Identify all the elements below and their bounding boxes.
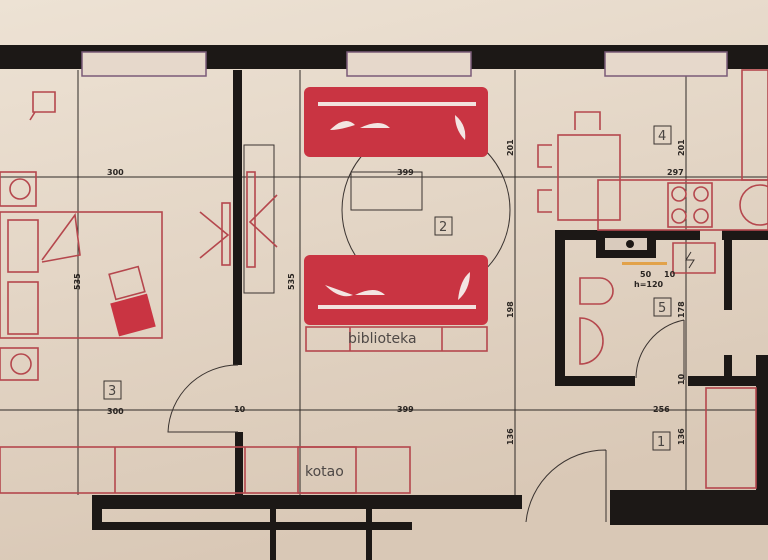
svg-text:10: 10 (234, 405, 246, 414)
dimension-lines (0, 70, 768, 495)
svg-text:2: 2 (439, 220, 447, 235)
room-number-3: 3 (103, 380, 122, 400)
svg-text:297: 297 (667, 168, 684, 177)
svg-text:h=120: h=120 (634, 280, 664, 289)
bookshelf (305, 326, 488, 352)
svg-text:50: 50 (640, 270, 652, 279)
window (604, 51, 728, 77)
walls (0, 45, 768, 560)
bed (0, 211, 163, 339)
bathroom-fixtures (579, 242, 716, 365)
svg-text:300: 300 (107, 407, 124, 416)
nightstand (0, 171, 39, 381)
svg-text:201: 201 (506, 139, 515, 156)
svg-text:256: 256 (653, 405, 670, 414)
svg-text:535: 535 (287, 273, 296, 290)
room-number-2: 2 (434, 216, 453, 236)
chair (29, 91, 56, 121)
svg-text:201: 201 (677, 139, 686, 156)
svg-text:1: 1 (657, 435, 665, 450)
kitchen-counter (597, 69, 768, 231)
svg-text:535: 535 (73, 273, 82, 290)
dining-table (537, 111, 621, 221)
svg-text:300: 300 (107, 168, 124, 177)
svg-text:10: 10 (664, 270, 676, 279)
svg-text:3: 3 (108, 384, 116, 399)
room-number-5: 5 (653, 297, 672, 317)
boiler-label: kotao (305, 464, 344, 480)
door (635, 319, 685, 380)
cabinets (0, 387, 757, 494)
svg-text:399: 399 (397, 405, 414, 414)
svg-text:136: 136 (506, 428, 515, 445)
window (81, 51, 207, 77)
svg-text:178: 178 (677, 301, 686, 318)
sofa-top (304, 87, 488, 157)
svg-text:5: 5 (658, 301, 666, 316)
window (346, 51, 472, 77)
svg-text:136: 136 (677, 428, 686, 445)
svg-text:198: 198 (506, 301, 515, 318)
room-number-4: 4 (653, 125, 672, 145)
electric-panel-icon (685, 251, 695, 269)
room-number-1: 1 (652, 431, 671, 451)
sofa-bottom (304, 255, 488, 325)
coffee-table (350, 171, 423, 211)
dimension-labels: 300 300 535 535 399 399 10 201 201 297 1… (73, 139, 686, 445)
door (525, 449, 607, 523)
door (167, 364, 239, 433)
svg-text:399: 399 (397, 168, 414, 177)
sliding-wardrobe (199, 144, 278, 294)
svg-text:10: 10 (677, 373, 686, 385)
svg-text:4: 4 (658, 129, 666, 144)
library-label: biblioteka (348, 331, 417, 347)
